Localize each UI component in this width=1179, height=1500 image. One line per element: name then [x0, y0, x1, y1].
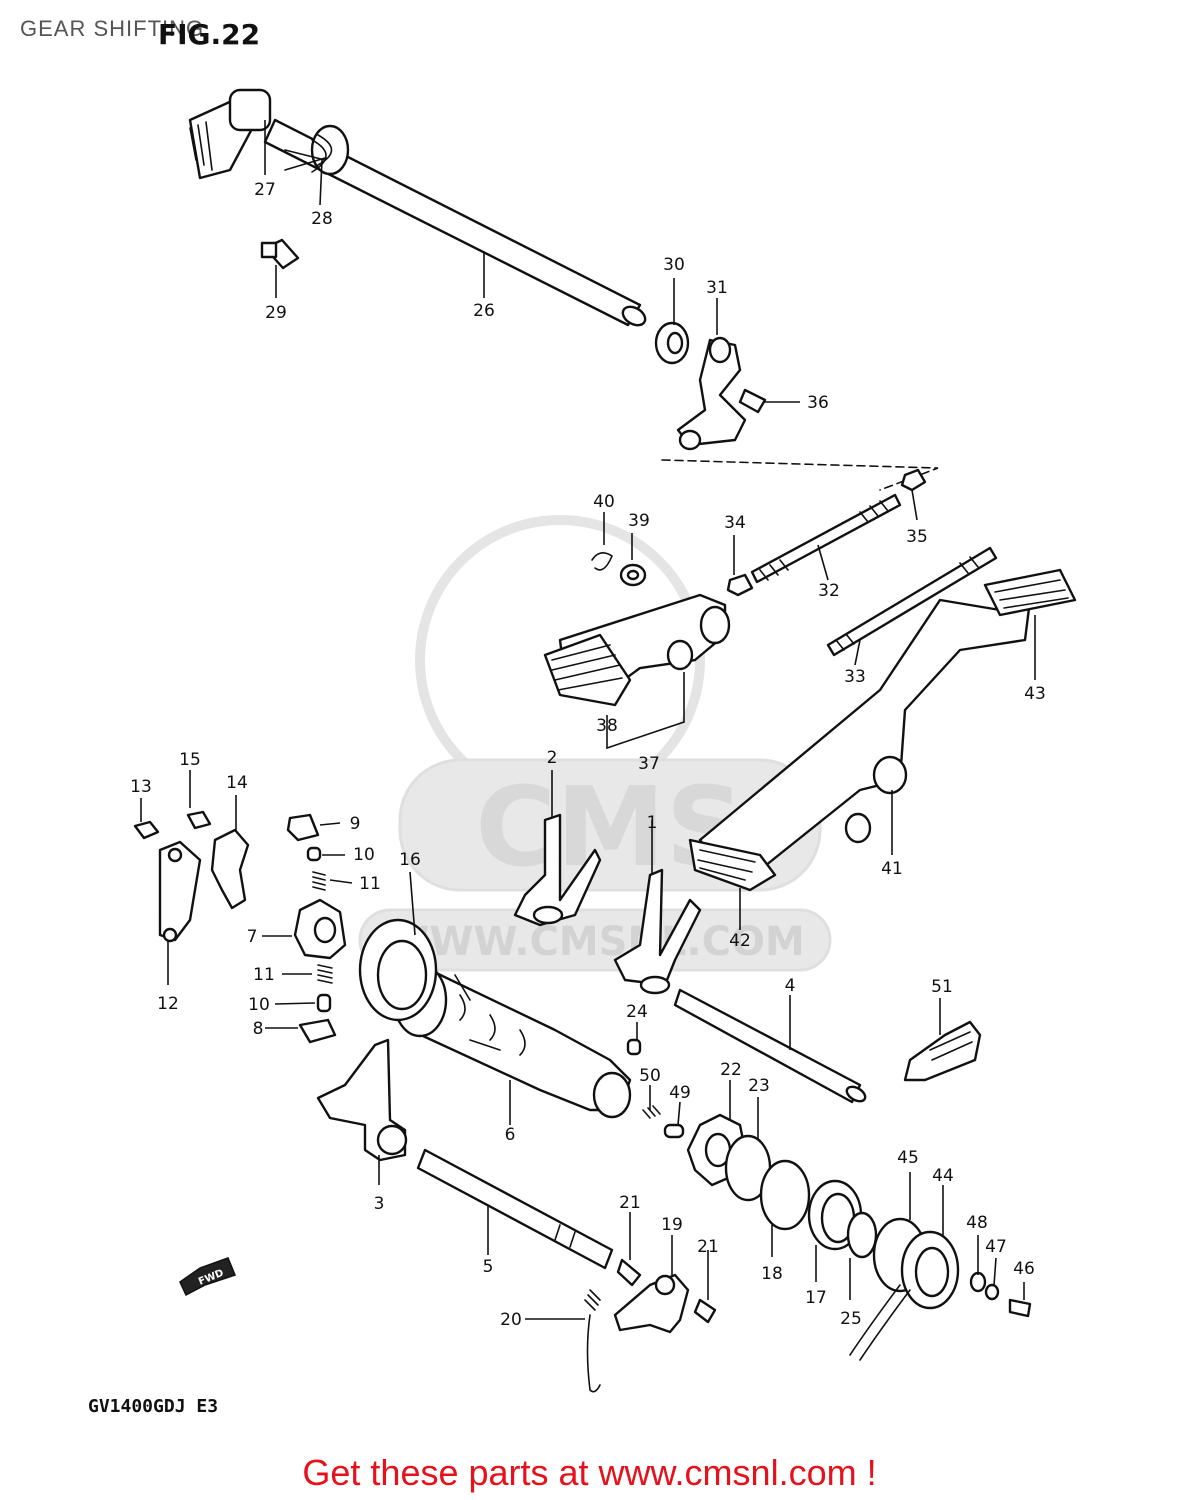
callout-19: 19: [661, 1215, 683, 1235]
heel-pedal: [543, 552, 731, 707]
callout-1: 1: [647, 813, 658, 833]
callout-11-lower: 11: [253, 965, 275, 985]
callout-3: 3: [374, 1194, 385, 1214]
callout-26: 26: [473, 301, 495, 321]
callout-50: 50: [639, 1066, 661, 1086]
callout-39: 39: [628, 511, 650, 531]
callout-12: 12: [157, 994, 179, 1014]
callout-23: 23: [748, 1076, 770, 1096]
callout-8: 8: [253, 1019, 264, 1039]
callout-17: 17: [805, 1288, 827, 1308]
callout-40: 40: [593, 492, 615, 512]
callout-16: 16: [399, 850, 421, 870]
callout-9: 9: [350, 814, 361, 834]
shaft-4: [673, 988, 867, 1104]
callout-4: 4: [785, 976, 796, 996]
pin-49: [663, 1123, 685, 1139]
callout-5: 5: [483, 1257, 494, 1277]
model-code: GV1400GDJ E3: [88, 1396, 219, 1417]
callout-33: 33: [844, 667, 866, 687]
callout-43: 43: [1024, 684, 1046, 704]
callout-28: 28: [311, 209, 333, 229]
leader-lines: [140, 120, 1036, 1320]
callout-6: 6: [505, 1125, 516, 1145]
figure-number: FIG.22: [158, 18, 261, 51]
callout-37: 37: [638, 754, 660, 774]
toe-pedal: [688, 568, 1077, 892]
fwd-direction-icon: FWD: [179, 1257, 236, 1297]
watermark: CMS WWW.CMSNL.COM: [358, 515, 832, 972]
callout-21-right: 21: [697, 1237, 719, 1257]
callout-11-upper: 11: [359, 874, 381, 894]
callout-25: 25: [840, 1309, 862, 1329]
page-title: GEAR SHIFTING: [20, 16, 205, 41]
shift-shaft-assembly: [188, 88, 647, 327]
callout-2: 2: [547, 748, 558, 768]
lever-51: [903, 1020, 982, 1082]
callout-22: 22: [720, 1060, 742, 1080]
callout-31: 31: [706, 278, 728, 298]
callout-14: 14: [226, 773, 248, 793]
spring-50: [642, 1105, 661, 1119]
callout-7: 7: [247, 927, 258, 947]
shift-lever-arm-31: [676, 336, 747, 451]
callout-46: 46: [1013, 1259, 1035, 1279]
callout-18: 18: [761, 1264, 783, 1284]
shaft-5: [416, 1148, 614, 1270]
callout-38: 38: [596, 716, 618, 736]
linkage-rods: [726, 468, 998, 657]
callout-36: 36: [807, 393, 829, 413]
gear-shift-drum-6: [358, 918, 632, 1119]
callout-42: 42: [729, 931, 751, 951]
watermark-url: WWW.CMSNL.COM: [385, 919, 805, 965]
shift-fork-3: [316, 1038, 408, 1162]
pin-24: [626, 1038, 642, 1056]
callout-24: 24: [626, 1002, 648, 1022]
cam-stopper-parts: [133, 810, 347, 1044]
callout-10-lower: 10: [248, 995, 270, 1015]
callout-13: 13: [130, 777, 152, 797]
bolt-36: [738, 388, 767, 414]
callout-45: 45: [897, 1148, 919, 1168]
callout-47: 47: [985, 1237, 1007, 1257]
callout-49: 49: [669, 1083, 691, 1103]
callout-30: 30: [663, 255, 685, 275]
callout-20: 20: [500, 1310, 522, 1330]
callout-32: 32: [818, 581, 840, 601]
callout-29: 29: [265, 303, 287, 323]
oil-seal-30: [654, 321, 690, 365]
callout-34: 34: [724, 513, 746, 533]
shift-fork-1: [613, 868, 702, 995]
gearshift-arm-19: [584, 1258, 717, 1393]
callout-35: 35: [906, 527, 928, 547]
cam-plate-assembly: [686, 1113, 1032, 1361]
bolt-29: [260, 238, 300, 270]
callout-labels: 27 28 29 26 30 31 36 40 39 34 35 32 33 4…: [130, 180, 1046, 1330]
callout-21-left: 21: [619, 1193, 641, 1213]
parts-link[interactable]: Get these parts at www.cmsnl.com !: [302, 1452, 877, 1493]
callout-10-upper: 10: [353, 845, 375, 865]
callout-44: 44: [932, 1166, 954, 1186]
callout-27: 27: [254, 180, 276, 200]
callout-15: 15: [179, 750, 201, 770]
callout-51: 51: [931, 977, 953, 997]
shift-fork-2: [513, 813, 602, 927]
callout-48: 48: [966, 1213, 988, 1233]
callout-41: 41: [881, 859, 903, 879]
